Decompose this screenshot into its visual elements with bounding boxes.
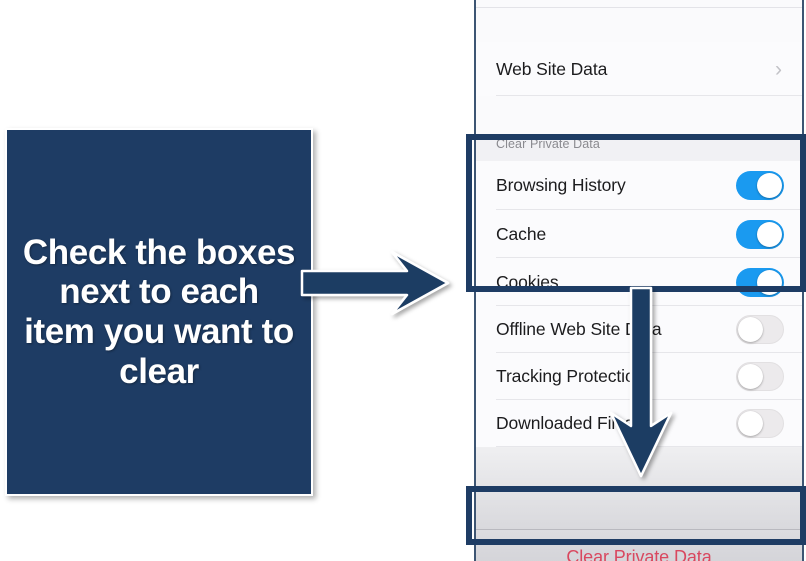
settings-row-label: Cache [496, 223, 547, 244]
section-header-clear-private-data: Clear Private Data [476, 135, 802, 161]
toggle-knob [738, 411, 763, 436]
settings-row-label: Browsing History [496, 175, 626, 195]
toggle-downloaded-files[interactable] [736, 409, 784, 438]
clear-private-data-label: Clear Private Data [566, 546, 712, 561]
toggle-browsing-history[interactable] [736, 171, 784, 200]
settings-row-browsing-history[interactable]: Browsing History [476, 161, 802, 210]
arrow-pointing-to-clear-button [609, 286, 673, 478]
status-bar-hairline [476, 0, 802, 8]
settings-row-web-site-data[interactable]: Web Site Data › [476, 42, 802, 96]
chevron-right-icon: › [775, 57, 782, 81]
settings-row-label: Offline Web Site Data [496, 319, 662, 339]
instruction-panel: Check the boxes next to each item you wa… [5, 128, 313, 496]
settings-row-label: Tracking Protection [496, 366, 645, 386]
toggle-tracking-protection[interactable] [736, 362, 784, 391]
toggle-knob [738, 364, 763, 389]
list-section-gap [476, 96, 802, 135]
toggle-knob [757, 173, 782, 198]
toggle-knob [738, 317, 763, 342]
toggle-cache[interactable] [736, 219, 784, 249]
arrow-pointing-to-phone [300, 250, 450, 316]
toggle-offline-web-site-data[interactable] [736, 315, 784, 344]
toggle-knob [757, 221, 782, 247]
settings-row-label: Cookies [496, 271, 559, 292]
toggle-knob [757, 269, 782, 295]
instruction-text: Check the boxes next to each item you wa… [22, 232, 296, 391]
settings-row-label: Web Site Data [496, 58, 608, 79]
toggle-cookies[interactable] [736, 267, 784, 297]
settings-row-cache[interactable]: Cache [476, 210, 802, 258]
settings-row-label: Downloaded Files [496, 413, 634, 433]
clear-private-data-button[interactable]: Clear Private Data [476, 529, 802, 561]
